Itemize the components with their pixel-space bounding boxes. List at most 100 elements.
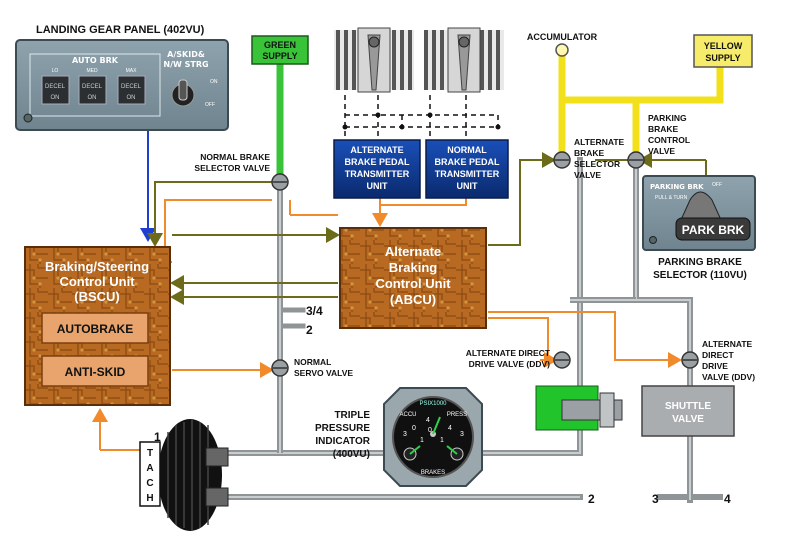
park-panel-title: PARKING BRK (650, 183, 704, 191)
abcu-line4: (ABCU) (390, 292, 436, 307)
alt-selector-label3: SELECTOR (574, 159, 620, 169)
shuttle-valve: SHUTTLE VALVE (641, 385, 735, 437)
park-brake-handle[interactable]: PARK BRK (675, 217, 751, 241)
norm-pedal-line1: NORMAL (447, 145, 487, 155)
wheel-label-1: 1 (154, 430, 161, 444)
switch-on-label: ON (210, 79, 218, 85)
wheel-label-2-upper: 2 (306, 323, 313, 337)
gauge-num: 0 (412, 425, 416, 432)
normal-brake-selector-valve (271, 173, 289, 191)
green-supply-box: GREEN SUPPLY (251, 35, 309, 65)
accumulator-label: ACCUMULATOR (527, 32, 598, 42)
alt-ddv-right-label3: DRIVE (702, 361, 728, 371)
normal-brake-selector-label2: SELECTOR VALVE (194, 163, 270, 173)
on-text: ON (51, 95, 60, 101)
on-text: ON (127, 95, 136, 101)
bscu-autobrake: AUTOBRAKE (57, 322, 133, 336)
norm-pedal-line3: TRANSMITTER (435, 169, 500, 179)
screw-icon (23, 113, 33, 123)
gauge-num: 0 (428, 427, 432, 434)
switch-off-label: OFF (205, 102, 215, 108)
alt-pedal-line4: UNIT (367, 181, 388, 191)
decel-text: DECEL (121, 84, 142, 90)
max-label: MAX (126, 68, 138, 74)
pedal-links (344, 95, 499, 140)
gauge-psi: PSIX1000 (419, 401, 447, 407)
gauge-num: 3 (403, 431, 407, 438)
gauge-num: 3 (460, 431, 464, 438)
bscu-title1: Braking/Steering (45, 259, 149, 274)
autobrk-max-button[interactable]: DECEL ON (117, 75, 146, 105)
orange-signal-lines (92, 190, 682, 451)
askid-switch[interactable] (171, 79, 195, 107)
park-selector-label2: SELECTOR (110VU) (653, 270, 747, 281)
brake-pedal-left (334, 27, 414, 93)
alt-ddv-right-label1: ALTERNATE (702, 339, 753, 349)
norm-pedal-line4: UNIT (457, 181, 478, 191)
on-text: ON (88, 95, 97, 101)
triple-label2: PRESSURE (315, 423, 370, 434)
panel-title: LANDING GEAR PANEL (402VU) (36, 24, 205, 36)
abcu-line1: Alternate (385, 244, 441, 259)
wheel-label-2-lower: 2 (588, 492, 595, 506)
landing-gear-panel: AUTO BRK LO MED MAX DECEL ON DECEL ON DE… (15, 39, 229, 131)
alt-pedal-line3: TRANSMITTER (345, 169, 410, 179)
norm-pedal-line2: BRAKE PEDAL (434, 157, 500, 167)
gauge-num: 4 (426, 417, 430, 424)
shuttle-line1: SHUTTLE (665, 401, 711, 412)
wheel-tyre (158, 419, 229, 531)
wheel-label-3: 3 (652, 492, 659, 506)
decel-text: DECEL (82, 84, 103, 90)
normal-pedal-transmitter-unit: NORMAL BRAKE PEDAL TRANSMITTER UNIT (425, 139, 509, 199)
decel-text: DECEL (45, 84, 66, 90)
gauge-num: 4 (448, 425, 452, 432)
park-handle-label: PARK BRK (682, 223, 745, 237)
brake-pedal-right (424, 27, 504, 93)
parking-brake-control-valve (627, 151, 645, 169)
shuttle-line2: VALVE (672, 414, 704, 425)
nwstrg-label: N/W STRG (163, 60, 208, 69)
abcu-line3: Control Unit (375, 276, 451, 291)
alt-selector-label2: BRAKE (574, 148, 605, 158)
alternate-ddv-left-valve (553, 351, 571, 369)
autobrk-med-button[interactable]: DECEL ON (78, 75, 107, 105)
wheel-label-34: 3/4 (306, 304, 323, 318)
normal-servo-label2: SERVO VALVE (294, 368, 353, 378)
bscu-title2: Control Unit (59, 274, 135, 289)
med-label: MED (86, 68, 98, 74)
park-control-label2: BRAKE (648, 124, 679, 134)
tach-letter: H (146, 493, 153, 504)
park-control-label4: VALVE (648, 146, 675, 156)
tach-letter: T (147, 448, 153, 459)
alternate-brake-selector-valve (553, 151, 571, 169)
lo-label: LO (52, 68, 59, 74)
park-control-label3: CONTROL (648, 135, 690, 145)
alt-pedal-line1: ALTERNATE (350, 145, 403, 155)
green-supply-line2: SUPPLY (262, 51, 297, 61)
gauge-num: 1 (440, 437, 444, 444)
bscu-unit: Braking/Steering Control Unit (BSCU) AUT… (24, 246, 171, 406)
yellow-supply-line1: YELLOW (704, 41, 743, 51)
triple-pressure-indicator: PSIX1000 ACCU PRESS BRAKES 3 3 4 1 1 0 0… (383, 387, 483, 487)
alt-ddv-right-label4: VALVE (DDV) (702, 372, 755, 382)
alt-selector-label1: ALTERNATE (574, 137, 625, 147)
bscu-title3: (BSCU) (74, 289, 120, 304)
autobrk-lo-button[interactable]: DECEL ON (41, 75, 70, 105)
gauge-num: 1 (420, 437, 424, 444)
alternate-ddv-right-valve (681, 351, 699, 369)
normal-servo-label1: NORMAL (294, 357, 331, 367)
yellow-supply-box: YELLOW SUPPLY (693, 34, 753, 68)
triple-label3: INDICATOR (315, 436, 370, 447)
park-control-label1: PARKING (648, 113, 687, 123)
abcu-unit: Alternate Braking Control Unit (ABCU) (339, 227, 487, 329)
triple-label4: (400VU) (333, 449, 370, 460)
park-selector-label1: PARKING BRAKE (658, 257, 742, 268)
alt-ddv-right-label2: DIRECT (702, 350, 734, 360)
alt-ddv-left-label2: DRIVE VALVE (DDV) (469, 359, 551, 369)
askid-label: A/SKID& (167, 50, 205, 59)
gauge-accu: ACCU (399, 412, 416, 418)
park-panel-off: OFF (712, 182, 722, 188)
normal-servo-valve (271, 359, 289, 377)
screw-icon (649, 236, 657, 244)
